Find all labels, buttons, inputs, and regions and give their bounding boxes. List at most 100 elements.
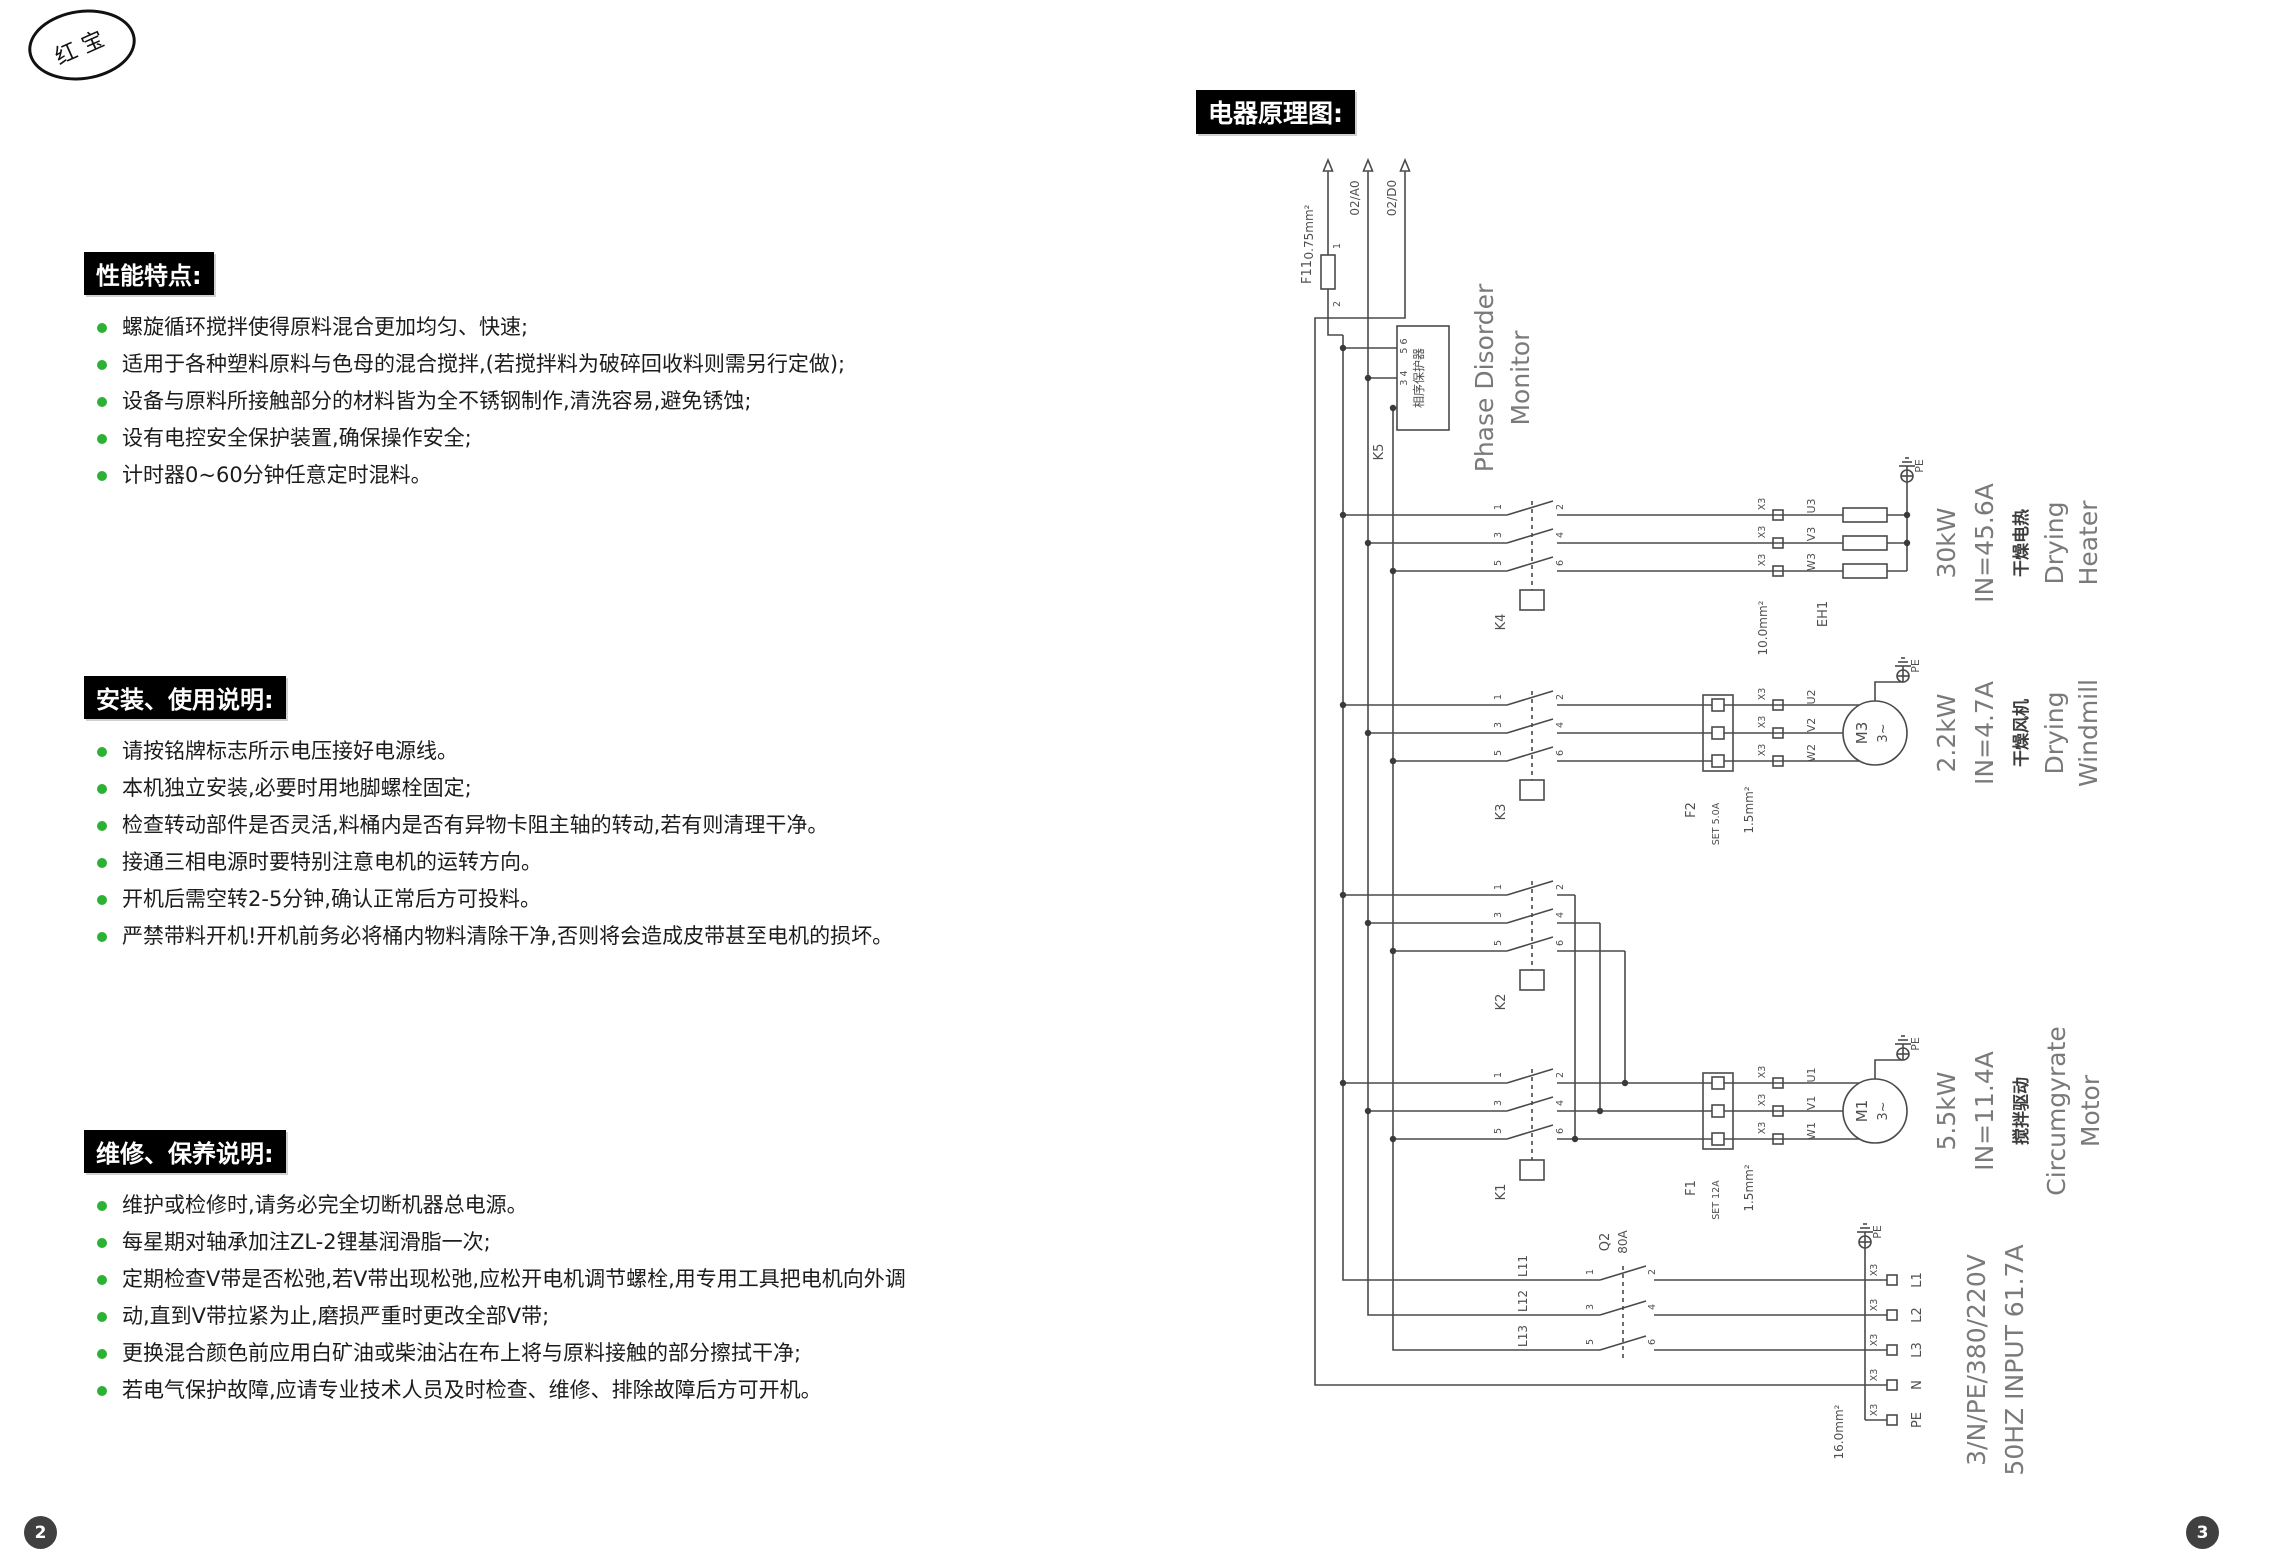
section-maintenance: 维修、保养说明: 维护或检修时,请务必完全切断机器总电源。 每星期对轴承加注ZL…: [84, 1130, 906, 1409]
contactor-coil: [1519, 779, 1545, 801]
pe-label: PE: [1909, 1037, 1922, 1051]
pin-label: 1: [1493, 504, 1504, 510]
relay-label: F1: [1684, 1180, 1699, 1196]
pin-label: 3: [1493, 532, 1504, 538]
list-item: 适用于各种塑料原料与色母的混合搅拌,(若搅拌料为破碎回收料则需另行定做);: [94, 346, 845, 383]
breaker-blade: [1599, 1300, 1647, 1316]
pin-label: 6: [1555, 940, 1566, 946]
pin-label: 5: [1493, 750, 1504, 756]
motor-phase-label: 3~: [1876, 723, 1891, 742]
x3-label: X3: [1757, 498, 1768, 511]
pin-label: 3: [1493, 912, 1504, 918]
install-list: 请按铭牌标志所示电压接好电源线。 本机独立安装,必要时用地脚螺栓固定; 检查转动…: [94, 733, 893, 955]
pin-label: 5: [1493, 940, 1504, 946]
page-number-right: 3: [2186, 1516, 2219, 1549]
terminal-block: [1886, 1274, 1898, 1286]
section-install: 安装、使用说明: 请按铭牌标志所示电压接好电源线。 本机独立安装,必要时用地脚螺…: [84, 676, 893, 955]
pin-label: 4: [1555, 1100, 1566, 1106]
heater-branch: 1 2 3 4 5 6 K4 X3 X3 X3 U3 V3 W3 EH1 PE …: [1493, 457, 2103, 655]
x3-label: X3: [1869, 1264, 1880, 1277]
x3-label: X3: [1757, 526, 1768, 539]
terminal-block: [1886, 1379, 1898, 1391]
device-name-en-label: Monitor: [1506, 330, 1535, 426]
branch-name-cn-label: 干燥风机: [2011, 699, 2032, 767]
wire-number-label: L12: [1516, 1290, 1530, 1312]
contact-blade: [1506, 746, 1554, 762]
branch-kw-label: 2.2kW: [1932, 694, 1961, 773]
relay-set-label: SET 12A: [1711, 1180, 1722, 1220]
wire-number-label: L11: [1516, 1255, 1530, 1277]
motor-branch: 1 2 3 4 5 6 K1 F1 SET 12A 1.5mm² X3 X3 X…: [1493, 1026, 2105, 1219]
x3-label: X3: [1757, 1122, 1768, 1135]
contact-blade: [1506, 528, 1554, 544]
terminal-block: [1886, 1414, 1898, 1426]
branch-name-en-label: Drying: [2040, 692, 2069, 775]
pin-label: 3: [1493, 722, 1504, 728]
branch-current-label: IN=4.7A: [1970, 681, 1999, 785]
branch-name-cn-label: 搅拌驱动: [2011, 1077, 2032, 1145]
wire-number-label: 02/D0: [1385, 180, 1399, 216]
contactor-label: K1: [1494, 1184, 1509, 1201]
electrical-schematic: 02/A0 02/D0 0.75mm² F11 1 2 K5 相序保护器 5 6…: [1300, 159, 2105, 1476]
pin-label: 4: [1647, 1304, 1658, 1310]
relay-label: F2: [1684, 802, 1699, 818]
page-number-left: 2: [24, 1516, 57, 1549]
pin-label: 5 6: [1399, 338, 1410, 353]
wire-size-label: 16.0mm²: [1832, 1404, 1846, 1459]
list-item: 开机后需空转2-5分钟,确认正常后方可投料。: [94, 881, 893, 918]
branch-name-en-label: Motor: [2076, 1074, 2105, 1147]
contactor-coil: [1519, 589, 1545, 611]
x3-label: X3: [1869, 1369, 1880, 1382]
branch-name-cn-label: 干燥电热: [2011, 509, 2032, 577]
input-section: L11 L12 L13 1 2 3 4 5 6 Q2 80A X3 X3 X3 …: [1516, 1223, 2029, 1476]
x3-label: X3: [1757, 1066, 1768, 1079]
x3-label: X3: [1757, 744, 1768, 757]
junction-dots: [1339, 344, 1911, 1143]
phase-terminal-label: W2: [1805, 744, 1818, 762]
contactor-label: K4: [1494, 614, 1509, 631]
motor-phase-label: 3~: [1876, 1101, 1891, 1120]
contact-blade: [1506, 908, 1554, 924]
contact-blade: [1506, 718, 1554, 734]
brand-logo-text: 红宝: [51, 24, 115, 71]
heating-element: [1842, 507, 1888, 523]
breaker-label: Q2: [1598, 1233, 1613, 1252]
windmill-branch: 1 2 3 4 5 6 K3 F2 SET 5.0A 1.5mm² X3 X3 …: [1493, 657, 2103, 845]
pin-label: 4: [1555, 532, 1566, 538]
pin-label: 5: [1493, 1128, 1504, 1134]
pin-label: 3: [1585, 1304, 1596, 1310]
branch-kw-label: 30kW: [1932, 507, 1961, 578]
phase-terminal-label: V3: [1805, 527, 1818, 542]
pin-label: 2: [1332, 301, 1343, 307]
contact-blade: [1506, 500, 1554, 516]
k5-phase-monitor: K5 相序保护器 5 6 3 4 Phase Disorder Monitor: [1372, 283, 1535, 472]
pin-label: 6: [1555, 750, 1566, 756]
wiring: [1314, 171, 1908, 1421]
phase-terminal-label: V1: [1805, 1096, 1818, 1111]
wire-number-label: L13: [1516, 1325, 1530, 1347]
section-title: 性能特点:: [84, 252, 214, 295]
terminal-label: L2: [1910, 1307, 1925, 1323]
pin-label: 2: [1647, 1269, 1658, 1275]
section-title: 安装、使用说明:: [84, 676, 286, 719]
list-item: 请按铭牌标志所示电压接好电源线。: [94, 733, 893, 770]
input-spec-label: 50HZ INPUT 61.7A: [2000, 1244, 2029, 1475]
contactor-coil: [1519, 1159, 1545, 1181]
heating-element: [1842, 535, 1888, 551]
wire-size-label: 10.0mm²: [1756, 600, 1770, 655]
phase-terminal-label: V2: [1805, 718, 1818, 733]
control-circuit: 02/A0 02/D0 0.75mm² F11 1 2: [1300, 159, 1411, 307]
x3-label: X3: [1869, 1299, 1880, 1312]
terminal-label: L3: [1910, 1342, 1925, 1358]
phase-terminal-label: U2: [1805, 689, 1818, 704]
branch-kw-label: 5.5kW: [1932, 1072, 1961, 1151]
contact-blade: [1506, 1096, 1554, 1112]
branch-name-en-label: Windmill: [2074, 679, 2103, 787]
x3-label: X3: [1757, 554, 1768, 567]
list-item: 更换混合颜色前应用白矿油或柴油沾在布上将与原料接触的部分擦拭干净;: [94, 1335, 906, 1372]
pin-label: 2: [1555, 1072, 1566, 1078]
x3-label: X3: [1869, 1334, 1880, 1347]
wire-arrow-icon: [1322, 159, 1334, 172]
maintenance-list: 维护或检修时,请务必完全切断机器总电源。 每星期对轴承加注ZL-2锂基润滑脂一次…: [94, 1187, 906, 1409]
x3-label: X3: [1869, 1404, 1880, 1417]
